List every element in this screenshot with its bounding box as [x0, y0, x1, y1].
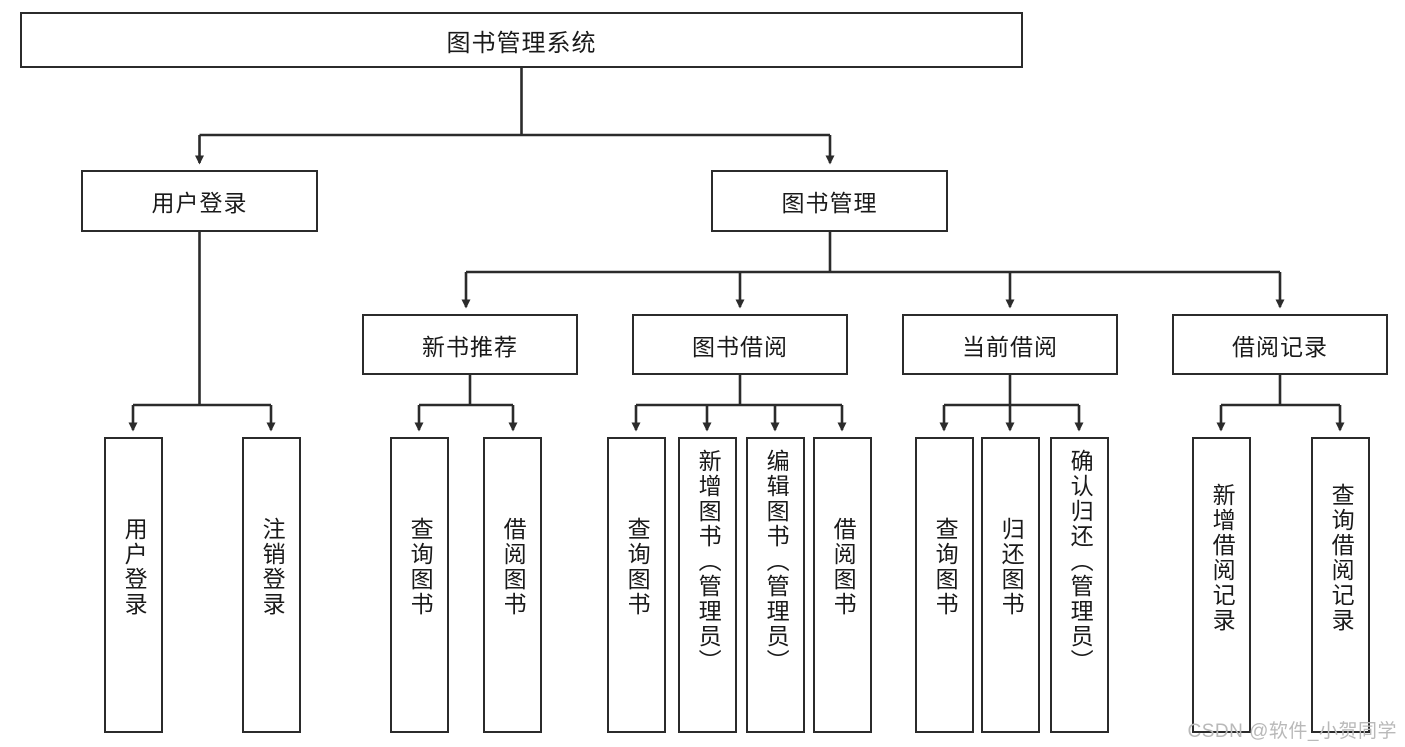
node-new-book-recommend[interactable]: 新书推荐	[362, 314, 578, 375]
leaf-query-book-3[interactable]: 查询图书	[915, 437, 974, 733]
node-label: 图书借阅	[692, 333, 788, 360]
node-label: 当前借阅	[962, 333, 1058, 360]
node-book-borrow[interactable]: 图书借阅	[632, 314, 848, 375]
node-label: 新书推荐	[422, 333, 518, 360]
node-label: 编辑图书（管理员）	[763, 449, 790, 674]
leaf-borrow-book-2[interactable]: 借阅图书	[813, 437, 872, 733]
node-user-login[interactable]: 用户登录	[81, 170, 318, 232]
node-label: 用户登录	[151, 190, 248, 216]
node-borrow-record[interactable]: 借阅记录	[1172, 314, 1388, 375]
node-label: 查询图书	[932, 517, 959, 617]
node-current-borrow[interactable]: 当前借阅	[902, 314, 1118, 375]
leaf-confirm-return[interactable]: 确认归还（管理员）	[1050, 437, 1109, 733]
node-label: 借阅图书	[830, 517, 857, 617]
leaf-query-book-1[interactable]: 查询图书	[390, 437, 449, 733]
node-label: 查询借阅记录	[1328, 483, 1355, 633]
node-label: 新增图书（管理员）	[695, 449, 722, 674]
leaf-add-book[interactable]: 新增图书（管理员）	[678, 437, 737, 733]
node-label: 借阅图书	[500, 517, 527, 617]
node-book-manage[interactable]: 图书管理	[711, 170, 948, 232]
leaf-query-book-2[interactable]: 查询图书	[607, 437, 666, 733]
node-root-system[interactable]: 图书管理系统	[20, 12, 1023, 68]
node-label: 查询图书	[407, 517, 434, 617]
leaf-add-record[interactable]: 新增借阅记录	[1192, 437, 1251, 733]
node-label: 借阅记录	[1232, 333, 1328, 360]
leaf-borrow-book-1[interactable]: 借阅图书	[483, 437, 542, 733]
leaf-return-book[interactable]: 归还图书	[981, 437, 1040, 733]
node-label: 图书管理	[781, 190, 878, 216]
leaf-query-record[interactable]: 查询借阅记录	[1311, 437, 1370, 733]
watermark: CSDN @软件_小贺同学	[1187, 721, 1397, 742]
node-label: 图书管理系统	[446, 29, 597, 57]
node-label: 归还图书	[998, 517, 1025, 617]
node-label: 新增借阅记录	[1209, 483, 1236, 633]
leaf-logout-login[interactable]: 注销登录	[242, 437, 301, 733]
node-label: 确认归还（管理员）	[1067, 449, 1094, 674]
node-label: 注销登录	[259, 517, 286, 617]
node-label: 查询图书	[624, 517, 651, 617]
leaf-user-login[interactable]: 用户登录	[104, 437, 163, 733]
node-label: 用户登录	[121, 517, 148, 617]
leaf-edit-book[interactable]: 编辑图书（管理员）	[746, 437, 805, 733]
